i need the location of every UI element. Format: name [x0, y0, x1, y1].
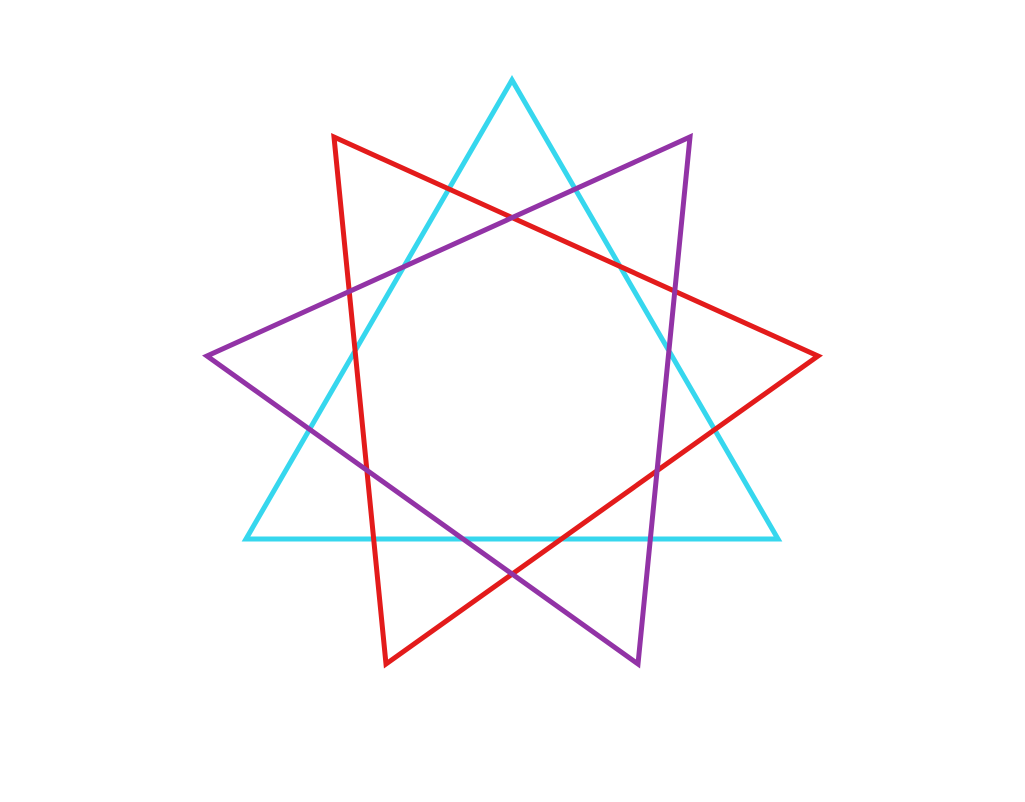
red-triangle: [331, 132, 823, 669]
purple-triangle: [202, 132, 693, 669]
cyan-triangle: [241, 75, 783, 542]
